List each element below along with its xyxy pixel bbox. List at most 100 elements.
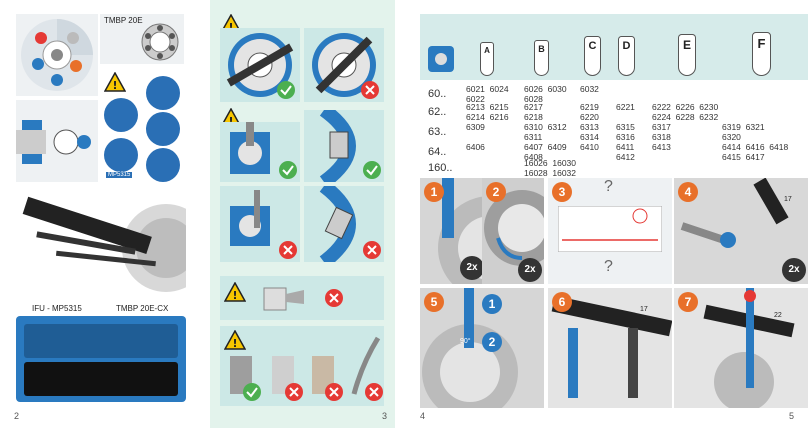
no-heat-panel: !: [220, 276, 384, 320]
svg-text:!: !: [232, 289, 237, 302]
step-3: ? ? 3: [548, 178, 672, 284]
carry-case: [16, 316, 186, 402]
warning-icon: !: [104, 72, 126, 92]
page-number-5: 5: [789, 411, 795, 421]
table-cell: 6313 6314: [580, 122, 599, 142]
svg-text:!: !: [232, 337, 237, 350]
step-7-illustration: [703, 288, 795, 408]
step-badge: 3: [552, 182, 572, 202]
table-cell: 6021 6024 6022: [466, 84, 509, 104]
step-badge: 7: [678, 292, 698, 312]
cage-correct: [319, 110, 356, 182]
svg-text:!: !: [228, 21, 233, 34]
callout-17: 17: [640, 306, 648, 313]
table-cell: 6217 6218: [524, 102, 543, 122]
tool-head-e-icon: [678, 34, 696, 76]
table-cell: 6310 6312 6311: [524, 122, 567, 142]
svg-text:!: !: [112, 79, 117, 92]
table-cell: 6315 6316: [616, 122, 635, 142]
substep-2: 2: [482, 332, 502, 352]
repeat-2x-badge: 2x: [518, 258, 542, 282]
table-cell: 6309: [466, 122, 485, 132]
callout-17: 17: [784, 196, 792, 203]
bearing-icon: [141, 23, 179, 61]
step-7: 7 22: [674, 288, 808, 408]
safety-icons-panel: MP5315: [100, 68, 184, 186]
puller-photo: [16, 186, 186, 292]
table-cell: 6410: [580, 142, 599, 152]
tmbp-top-label: TMBP 20E: [104, 16, 143, 25]
tmbp-bearing-panel: TMBP 20E: [100, 14, 184, 64]
repeat-2x-badge: 2x: [460, 256, 484, 280]
step-badge: 6: [552, 292, 572, 312]
table-cell: 6411 6412: [616, 142, 635, 162]
mp5315-badge: MP5315: [106, 172, 133, 178]
repeat-2x-badge: 2x: [782, 258, 806, 282]
heating-torch-icon: [263, 287, 304, 311]
step-6-illustration: [551, 295, 672, 398]
column-letter: A: [484, 46, 490, 55]
svg-text:!: !: [228, 115, 233, 128]
table-cell: 6026 6030 6028: [524, 84, 567, 104]
read-manual-icon: [104, 138, 138, 172]
thread-dirty-icon: [312, 356, 334, 394]
table-cell: 6222 6226 6230 6224 6228 6232: [652, 102, 719, 122]
warning-icon: !: [224, 282, 246, 302]
page-number-4: 4: [420, 411, 426, 421]
manual-icon: [104, 98, 138, 132]
thread-dry-icon: [272, 356, 294, 394]
lubrication-panel: !: [220, 326, 384, 406]
table-cell: 6221: [616, 102, 635, 112]
thread-lubricated-icon: [230, 356, 252, 394]
step-badge: 5: [424, 292, 444, 312]
substep-1: 1: [482, 294, 502, 314]
table-cell: 6219 6220: [580, 102, 599, 122]
step-2: 2 2x: [482, 178, 544, 284]
column-letter: C: [588, 40, 597, 52]
tool-head-f-icon: [752, 32, 771, 76]
table-cell: 6032: [580, 84, 599, 94]
check-icon: [363, 161, 381, 179]
tool-head-d-icon: [618, 36, 635, 76]
page-number-2: 2: [14, 411, 20, 421]
wrong-grip-panel: [304, 28, 384, 102]
shaft-diagram-panel: [16, 100, 98, 182]
cage-wrong-panel: [304, 186, 384, 262]
cross-icon: [285, 383, 303, 401]
row-label: 160..: [428, 162, 453, 174]
bearing-grip-wrong: [312, 33, 376, 97]
table-cell: 16026 16030 16028 16032: [524, 158, 576, 178]
cross-icon: [279, 241, 297, 259]
table-cell: 6413: [652, 142, 671, 152]
page-3: ! !: [210, 0, 395, 428]
bearing-grip-correct: [226, 33, 294, 97]
row-label: 64..: [428, 146, 447, 158]
check-icon: [277, 81, 295, 99]
table-cell: 6414 6416 6418 6415 6417: [722, 142, 789, 162]
puller-illustration: [22, 196, 186, 292]
service-circle-panel: [16, 14, 98, 96]
boots-icon: [146, 112, 180, 146]
page-2: TMBP 20E ! MP5315: [0, 0, 210, 428]
page-number-3: 3: [382, 411, 388, 421]
correct-grip-panel: [220, 28, 300, 102]
column-letter: B: [538, 44, 545, 54]
table-cell: 6406: [466, 142, 485, 152]
step-4: 4 17 2x: [674, 178, 808, 284]
step-5: 5 1 2 90°: [420, 288, 544, 408]
cross-icon: [325, 383, 343, 401]
warning-icon: !: [224, 330, 246, 350]
cross-icon: [365, 383, 383, 401]
row-label: 60..: [428, 88, 447, 100]
angle-label: 90°: [460, 338, 471, 345]
gloves-icon: [146, 76, 180, 110]
column-letter: D: [622, 40, 631, 52]
cross-icon: [325, 289, 343, 307]
table-cell: 6319 6321 6320: [722, 122, 765, 142]
step-badge: 4: [678, 182, 698, 202]
bearing-column-icon: [428, 46, 454, 72]
table-cell: 6407 6409 6408: [524, 142, 567, 162]
step-6: 6 17: [548, 288, 672, 408]
